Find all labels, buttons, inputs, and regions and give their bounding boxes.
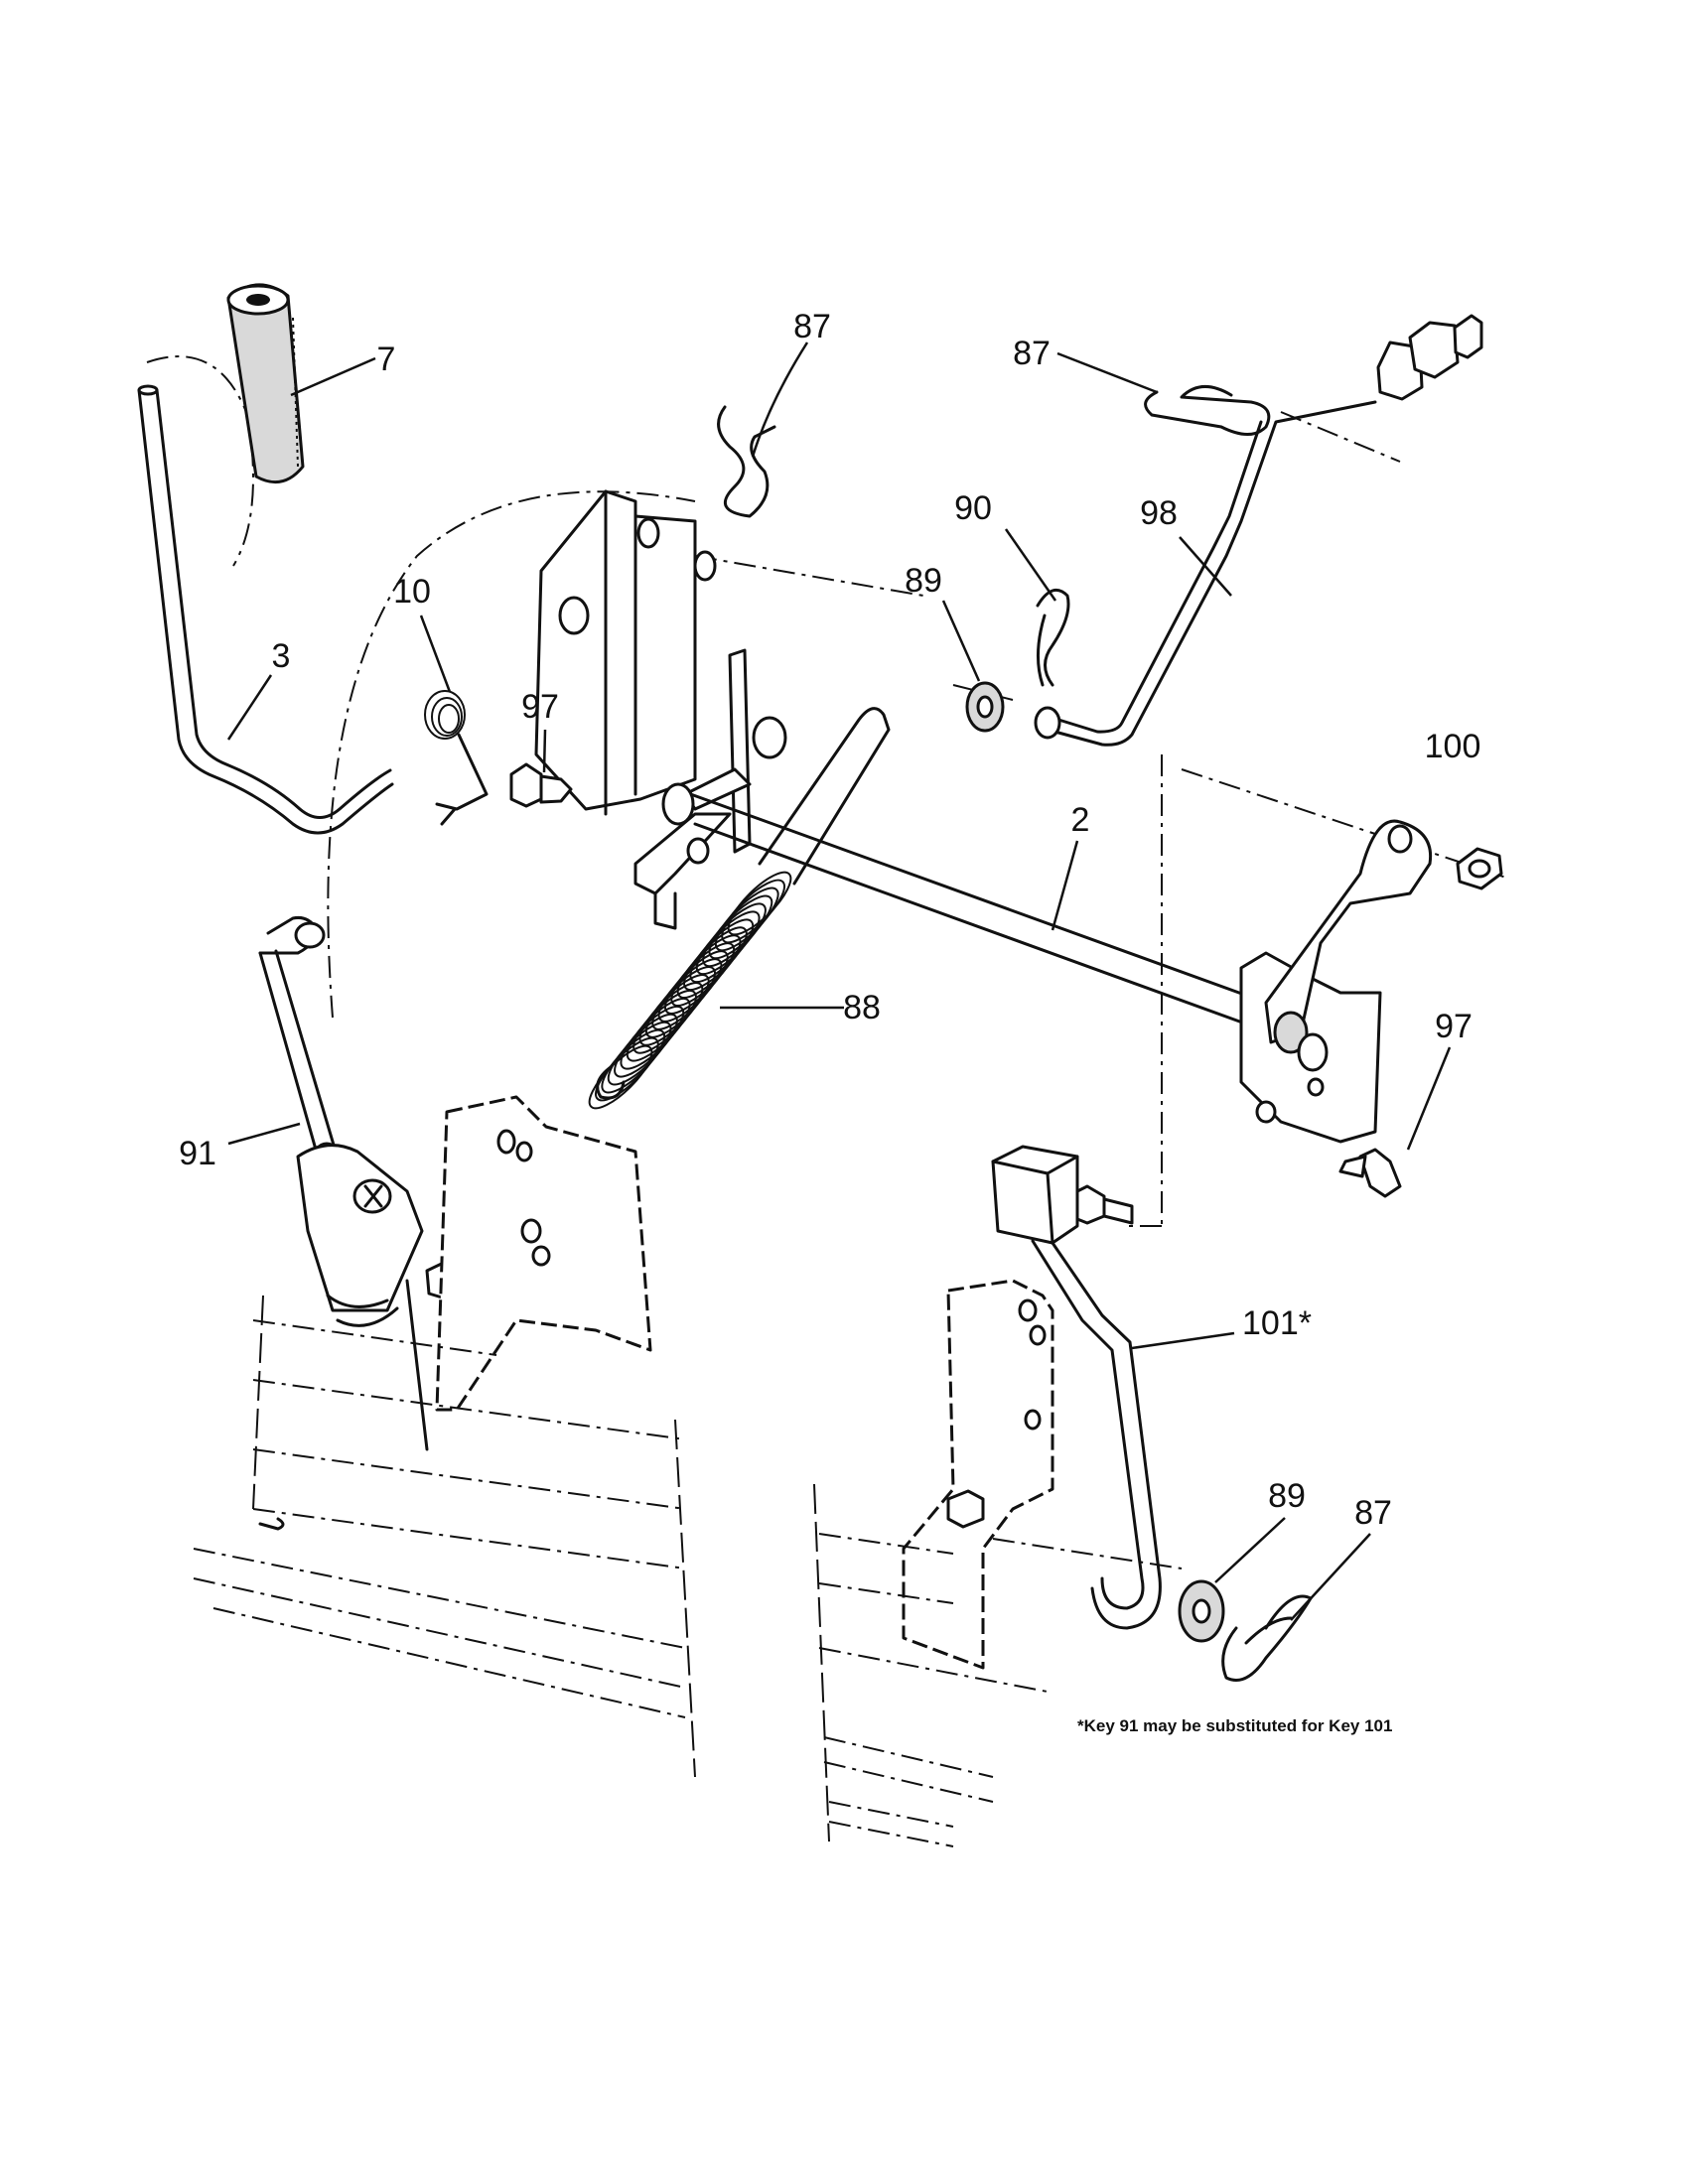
callout-90: 90 — [954, 489, 992, 527]
leader-lines — [226, 341, 1452, 1621]
hex-nut-part — [1456, 847, 1503, 890]
callout-10: 10 — [393, 573, 431, 611]
callout-101: 101* — [1242, 1304, 1312, 1342]
substitution-footnote: *Key 91 may be substituted for Key 101 — [1077, 1716, 1392, 1735]
lift-handle-rod-part — [137, 384, 394, 835]
lift-link-91-part — [258, 916, 469, 1327]
callout-87-bottom: 87 — [1354, 1494, 1392, 1532]
callout-87-top: 87 — [793, 308, 831, 345]
callout-89-bottom: 89 — [1268, 1477, 1306, 1515]
hairpin-clip-90-part — [1036, 588, 1070, 687]
bolt-left-part — [509, 762, 573, 808]
spring-hook-wire — [758, 707, 891, 886]
callout-88: 88 — [843, 989, 881, 1026]
hairpin-clip-87-top-part — [717, 405, 776, 518]
right-deck-outline — [813, 1483, 1053, 1847]
callout-7: 7 — [377, 341, 396, 378]
callout-2: 2 — [1071, 801, 1090, 839]
left-hanger-plate — [405, 1095, 652, 1451]
flat-washer-top-part — [965, 681, 1005, 733]
bolt-right-part — [1338, 1148, 1402, 1198]
callout-98: 98 — [1140, 494, 1178, 532]
flat-washer-bottom-part — [1178, 1579, 1225, 1643]
right-hanger-plate — [902, 1279, 1054, 1670]
handle-grip-part — [226, 283, 305, 484]
link-rod-part — [1034, 314, 1483, 747]
callout-100: 100 — [1425, 728, 1481, 765]
callout-3: 3 — [272, 637, 291, 675]
callout-91: 91 — [179, 1135, 216, 1172]
callout-87-right: 87 — [1013, 335, 1051, 372]
left-deck-outline — [193, 1295, 696, 1778]
cross-shaft-part — [661, 782, 1263, 1029]
right-lift-arm — [1239, 819, 1433, 1144]
callout-labels: 7 87 87 90 98 89 10 3 97 100 2 88 97 91 … — [179, 308, 1480, 1532]
lift-bracket — [534, 489, 787, 930]
torsion-spring-part — [424, 690, 489, 826]
callout-97-right: 97 — [1435, 1008, 1473, 1045]
callout-97-left: 97 — [521, 688, 559, 726]
extension-spring-part — [588, 871, 792, 1110]
hairpin-clip-87-bottom-part — [1221, 1594, 1313, 1682]
hairpin-clip-87-right-part — [1144, 385, 1271, 436]
spring-hook — [596, 1065, 626, 1100]
lift-link-101-part — [991, 1145, 1162, 1630]
callout-89-top: 89 — [905, 562, 942, 600]
spring-coil — [727, 871, 792, 936]
